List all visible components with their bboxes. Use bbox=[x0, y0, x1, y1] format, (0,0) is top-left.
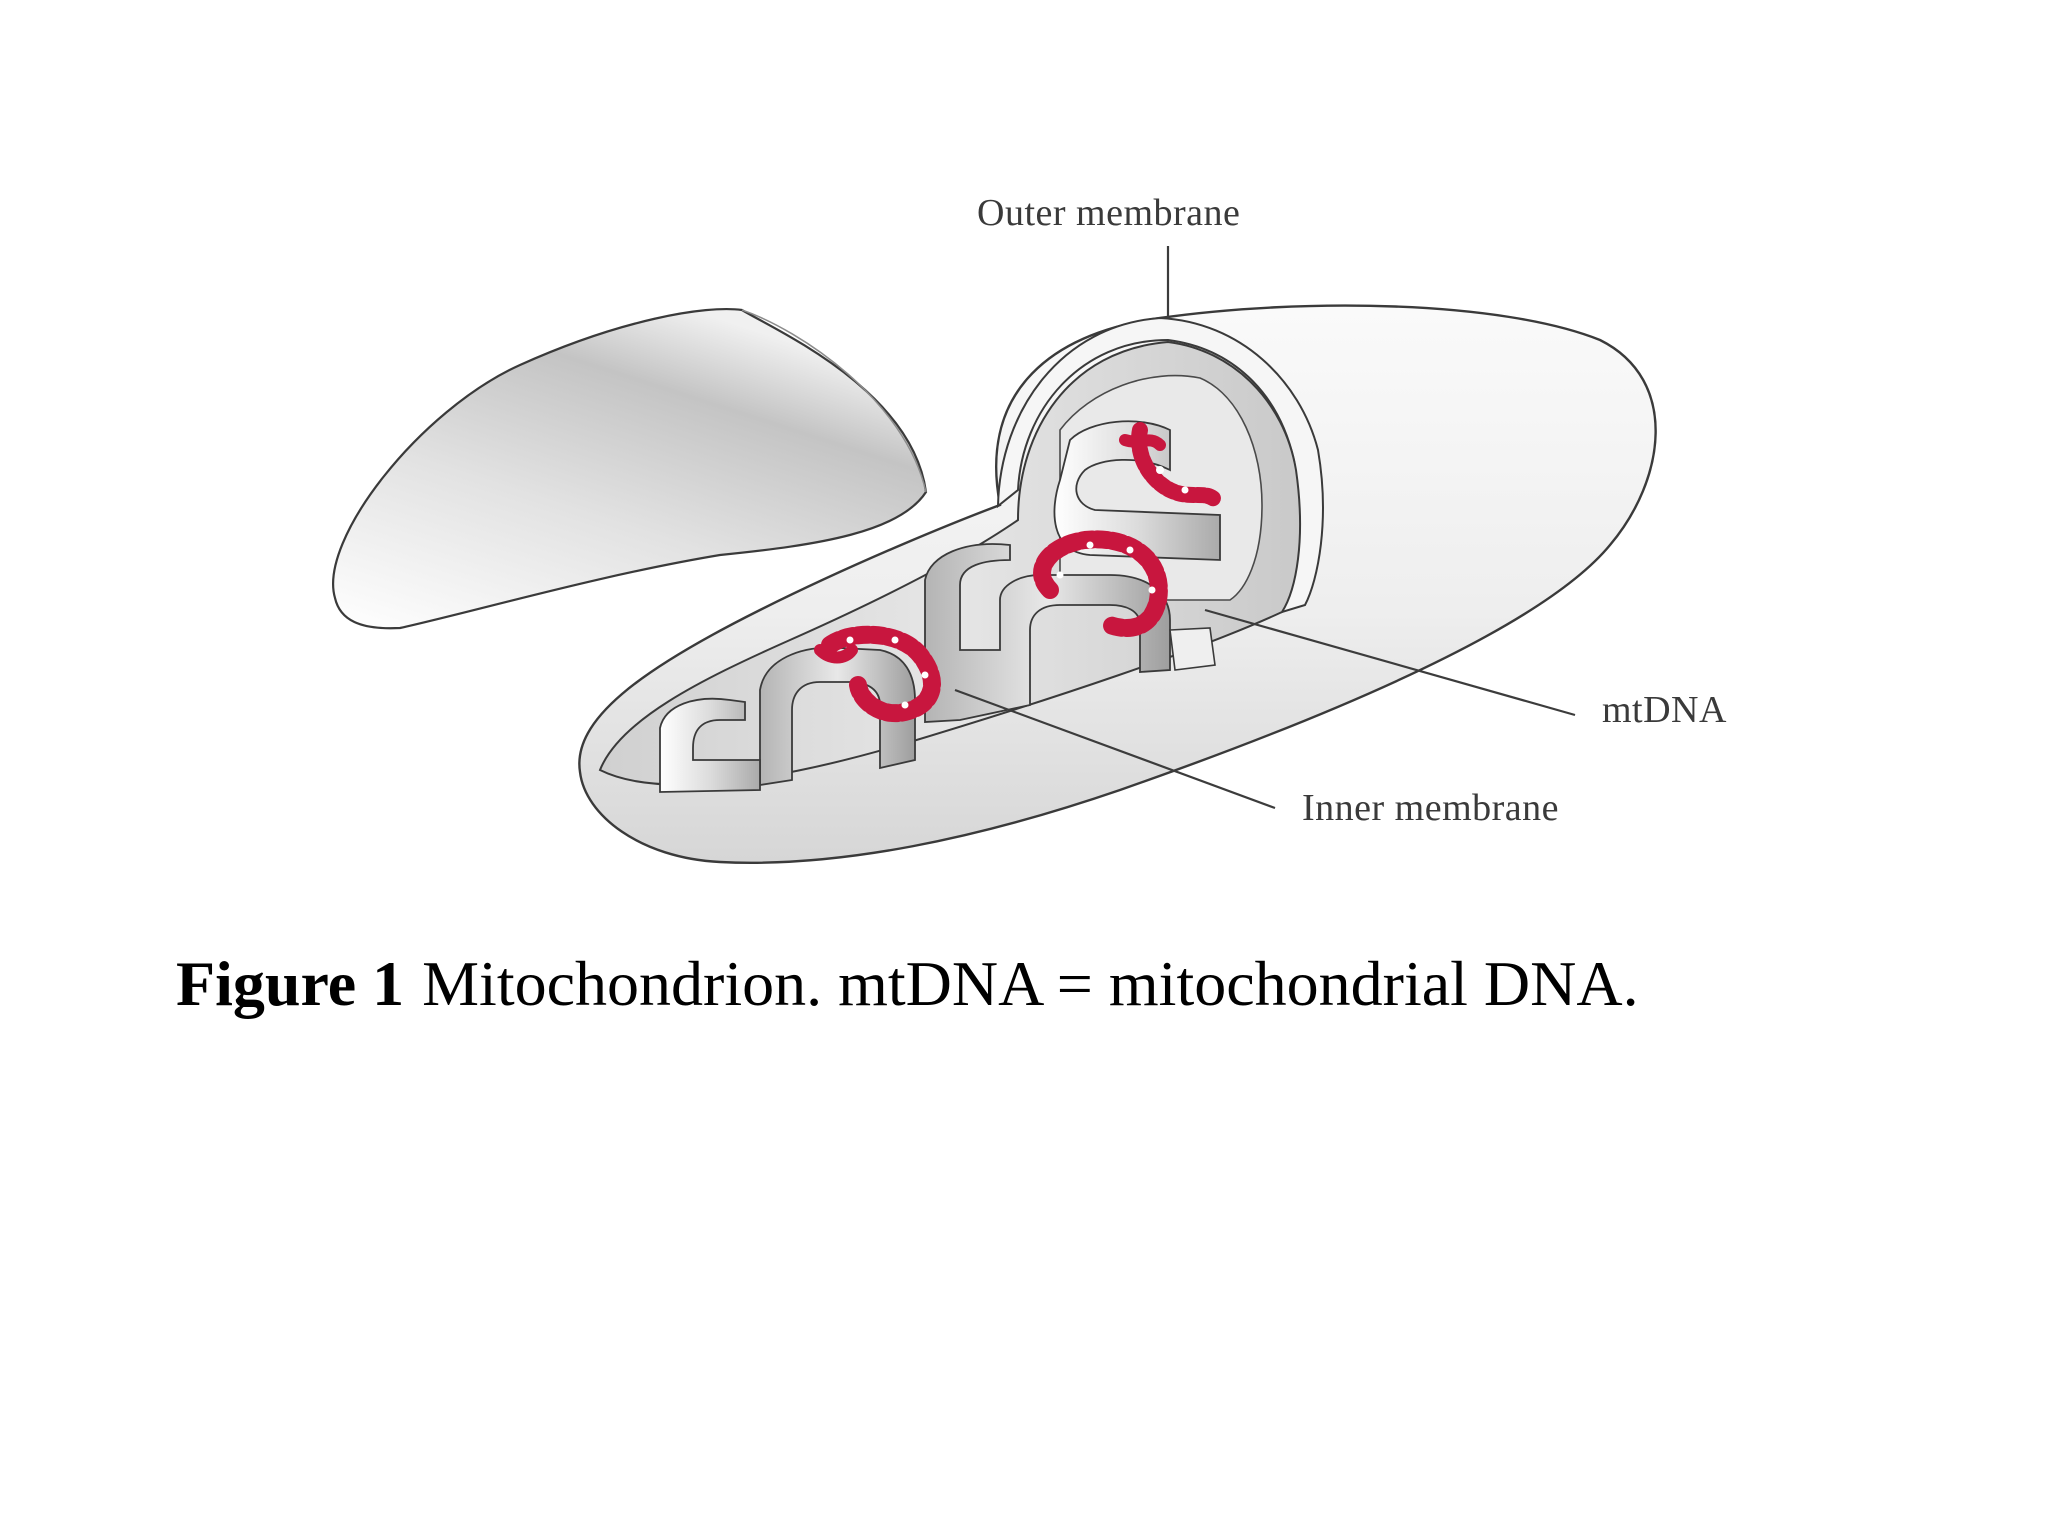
label-outer-membrane: Outer membrane bbox=[977, 192, 1240, 234]
mtdna-loop-top bbox=[1131, 422, 1223, 508]
label-inner-membrane: Inner membrane bbox=[1302, 787, 1559, 829]
mtdna-dots bbox=[846, 466, 1189, 709]
mtdna-loop-middle bbox=[1033, 530, 1168, 637]
mtdna-loop-left bbox=[821, 625, 941, 723]
mtdna-leader bbox=[1204, 608, 1576, 717]
mitochondrion-body bbox=[578, 304, 1657, 864]
cristae bbox=[659, 420, 1221, 793]
figure-caption-text: Mitochondrion. mtDNA = mitochondrial DNA… bbox=[422, 948, 1639, 1019]
label-mtdna: mtDNA bbox=[1602, 689, 1727, 731]
mtdna-loops bbox=[814, 422, 1223, 723]
figure-number: Figure 1 bbox=[176, 948, 405, 1019]
detached-cap bbox=[332, 307, 928, 630]
inner-membrane-leader bbox=[954, 688, 1276, 810]
